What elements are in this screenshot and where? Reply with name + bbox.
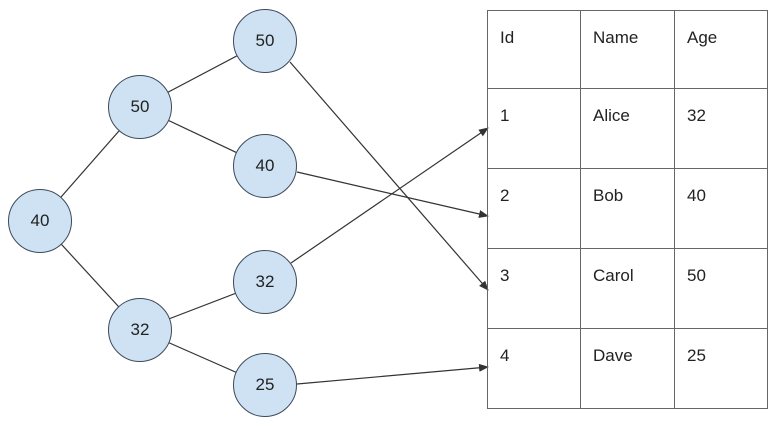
- pointer-arrow-25-to-row4: [296, 363, 489, 385]
- table-cell: Carol: [580, 248, 675, 329]
- table-row: 3 Carol 50: [487, 248, 768, 329]
- tree-node-right-right: 25: [233, 353, 297, 417]
- pointer-arrow-50-to-row3: [289, 61, 489, 291]
- tree-node-right-left: 32: [233, 250, 297, 314]
- table-cell: 40: [674, 168, 768, 249]
- table-cell: 32: [674, 88, 768, 169]
- tree-node-left-right: 40: [233, 134, 297, 198]
- table-header-row: Id Name Age: [487, 10, 768, 89]
- tree-node-root: 40: [8, 189, 72, 253]
- table-header-cell: Age: [674, 10, 768, 89]
- table-header-cell: Id: [487, 10, 581, 89]
- data-table: Id Name Age 1 Alice 32 2 Bob 40 3 Carol …: [487, 10, 768, 409]
- table-cell: 25: [674, 328, 768, 409]
- table-cell: 50: [674, 248, 768, 329]
- table-cell: 1: [487, 88, 581, 169]
- table-row: 1 Alice 32: [487, 88, 768, 169]
- table-cell: Bob: [580, 168, 675, 249]
- table-header-cell: Name: [580, 10, 675, 89]
- table-cell: Alice: [580, 88, 675, 169]
- table-row: 2 Bob 40: [487, 168, 768, 249]
- table-cell: 4: [487, 328, 581, 409]
- table-cell: 2: [487, 168, 581, 249]
- tree-node-left-left: 50: [233, 9, 297, 73]
- pointer-arrow-32-to-row1: [290, 127, 489, 264]
- tree-node-right: 32: [108, 298, 172, 362]
- table-cell: Dave: [580, 328, 675, 409]
- tree-node-left: 50: [108, 75, 172, 139]
- table-row: 4 Dave 25: [487, 328, 768, 409]
- table-cell: 3: [487, 248, 581, 329]
